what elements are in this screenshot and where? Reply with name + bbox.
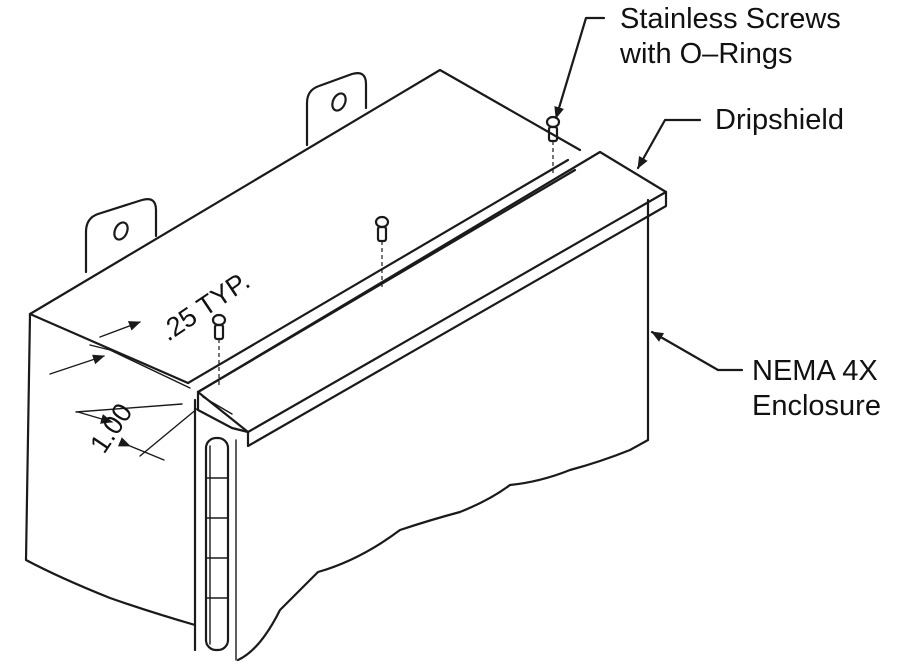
- enclosure-left-face: [24, 312, 197, 627]
- mounting-tab-left: [84, 198, 158, 274]
- enclosure-top-edge: [28, 68, 582, 316]
- screw-left: [211, 313, 227, 386]
- mounting-tab-right: [305, 72, 368, 147]
- dimension-offset-label: .25 TYP.: [155, 266, 256, 347]
- enclosure-callout-line2: Enclosure: [752, 390, 881, 422]
- enclosure-callout-line1: NEMA 4X: [752, 355, 878, 387]
- screws-callout-line1: Stainless Screws: [620, 3, 841, 35]
- dripshield: [186, 150, 668, 448]
- screw-right: [545, 115, 561, 176]
- dripshield-leader: [636, 118, 702, 170]
- enclosure-break-line: [236, 438, 650, 662]
- screws-leader: [554, 16, 606, 120]
- enclosure-leader: [650, 330, 744, 372]
- dimension-height: 1.00: [75, 398, 199, 461]
- dimension-height-label: 1.00: [84, 398, 138, 458]
- screws-callout-line2: with O–Rings: [620, 38, 793, 70]
- enclosure-callout: NEMA 4X Enclosure: [752, 354, 881, 424]
- door-hinge: [204, 436, 230, 652]
- dripshield-callout: Dripshield: [715, 104, 844, 136]
- screw-middle: [374, 215, 390, 290]
- enclosure-top-front-edge: [28, 312, 190, 385]
- nema-enclosure: [24, 68, 650, 662]
- screws-callout: Stainless Screws with O–Rings: [620, 2, 841, 72]
